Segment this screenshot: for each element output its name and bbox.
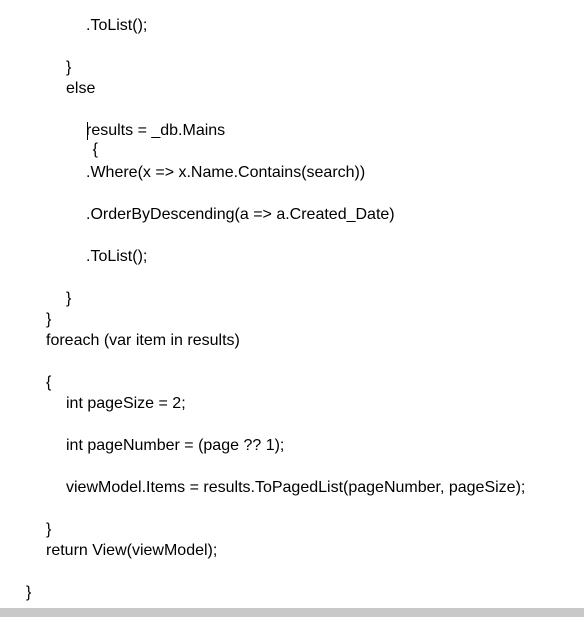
code-line-order-by: .OrderByDescending(a => a.Created_Date) bbox=[86, 206, 395, 223]
code-line-close-brace-foreach: } bbox=[46, 521, 52, 538]
code-line-return-view: return View(viewModel); bbox=[46, 542, 218, 559]
code-line-close-brace-if: } bbox=[66, 59, 72, 76]
bottom-gray-bar bbox=[0, 608, 584, 617]
code-line-close-brace-else: } bbox=[66, 290, 72, 307]
code-line-else: else bbox=[66, 80, 96, 97]
code-line-open-brace-foreach: { bbox=[46, 374, 52, 391]
code-text-with-caret: { bbox=[66, 122, 99, 198]
text-caret bbox=[86, 122, 88, 140]
code-line-page-number: int pageNumber = (page ?? 1); bbox=[66, 437, 285, 454]
code-line-viewmodel-items: viewModel.Items = results.ToPagedList(pa… bbox=[66, 479, 526, 496]
open-brace-text: { bbox=[92, 141, 99, 158]
code-line-open-brace-else: { bbox=[66, 100, 98, 220]
code-line-tolist-1: .ToList(); bbox=[86, 17, 148, 34]
code-line-results-assign: results = _db.Mains bbox=[86, 122, 226, 139]
code-line-close-brace-method: } bbox=[26, 584, 32, 601]
code-line-tolist-2: .ToList(); bbox=[86, 248, 148, 265]
code-line-page-size: int pageSize = 2; bbox=[66, 395, 186, 412]
code-line-close-brace-outer: } bbox=[46, 311, 52, 328]
code-line-where: .Where(x => x.Name.Contains(search)) bbox=[86, 164, 366, 181]
code-line-foreach: foreach (var item in results) bbox=[46, 332, 240, 349]
